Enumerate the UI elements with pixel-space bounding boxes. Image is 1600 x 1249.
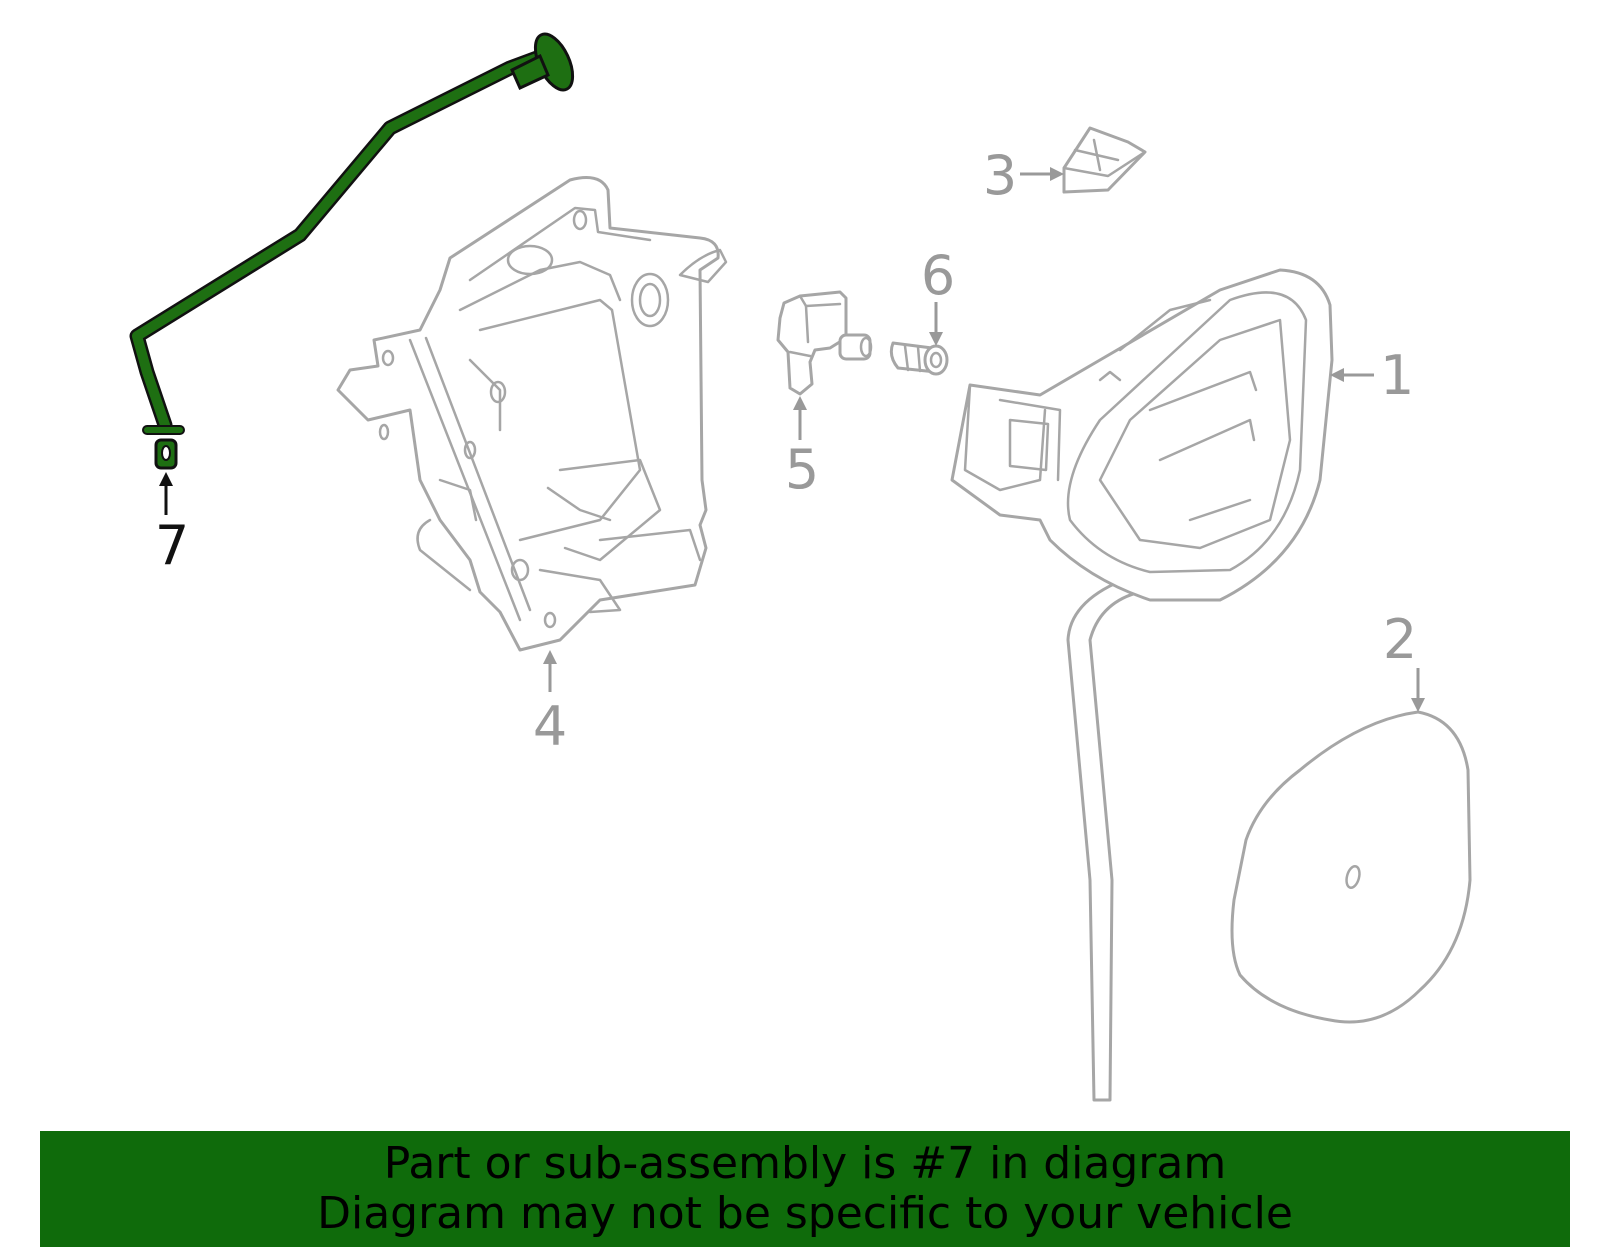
callout-2: 2 — [1383, 608, 1417, 671]
part-1-fuel-door-housing[interactable] — [950, 268, 1334, 1102]
part-4-latch-bracket[interactable] — [336, 176, 728, 652]
callout-3: 3 — [983, 144, 1017, 207]
banner-line-1: Part or sub-assembly is #7 in diagram — [383, 1138, 1227, 1189]
arrow-6 — [929, 302, 943, 346]
arrow-3 — [1020, 167, 1064, 181]
part-6-bushing[interactable] — [889, 341, 949, 376]
callout-7: 7 — [155, 514, 189, 577]
part-5-actuator[interactable] — [776, 290, 873, 396]
callout-1: 1 — [1380, 344, 1414, 407]
part-3-clip[interactable] — [1062, 126, 1147, 194]
part-2-fuel-door-panel[interactable] — [1230, 710, 1472, 1024]
arrow-1 — [1330, 368, 1374, 382]
part-7-rod[interactable] — [129, 28, 580, 470]
banner-line-2: Diagram may not be specific to your vehi… — [317, 1188, 1293, 1239]
arrow-7 — [159, 472, 173, 515]
callout-4: 4 — [533, 695, 567, 758]
callout-5: 5 — [785, 438, 819, 501]
info-banner: Part or sub-assembly is #7 in diagram Di… — [40, 1131, 1570, 1247]
callout-6: 6 — [921, 244, 955, 307]
arrow-4 — [543, 650, 557, 692]
arrow-5 — [793, 396, 807, 440]
arrow-2 — [1411, 668, 1425, 712]
